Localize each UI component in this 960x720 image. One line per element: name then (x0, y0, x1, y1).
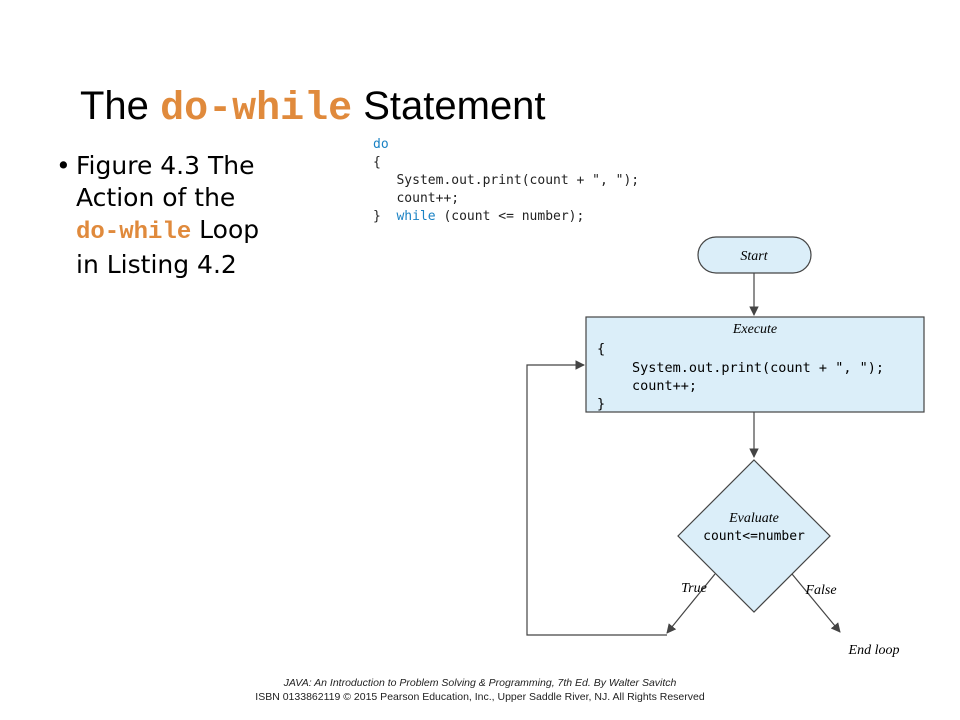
arrow-true-branch (666, 573, 716, 634)
code-increment-line: count++; (396, 191, 460, 206)
code-while: while (396, 209, 436, 224)
code-open-brace: { (373, 155, 381, 170)
bullet-point: • Figure 4.3 The Action of the do-while … (56, 150, 356, 281)
bullet-line-3-suffix: Loop (199, 215, 260, 244)
bullet-line-1: Figure 4.3 The (76, 151, 255, 180)
code-do: do (373, 137, 389, 152)
footer-line-2: ISBN 0133862119 © 2015 Pearson Education… (255, 691, 705, 703)
bullet-line-4: in Listing 4.2 (76, 250, 237, 279)
arrow-false-branch (791, 573, 841, 633)
execute-line-2: System.out.print(count + ", "); (632, 360, 884, 376)
title-suffix: Statement (363, 84, 546, 128)
execute-line-1: { (597, 341, 605, 357)
execute-title: Execute (732, 322, 777, 337)
execute-box (585, 316, 925, 413)
code-listing: do { System.out.print(count + ", "); cou… (373, 136, 639, 226)
evaluate-condition: count<=number (703, 529, 805, 544)
slide-title: The do-while Statement (80, 80, 546, 136)
bullet-icon: • (56, 151, 71, 180)
true-label: True (681, 581, 707, 596)
bullet-keyword: do-while (76, 219, 192, 246)
title-prefix: The (80, 84, 149, 128)
evaluate-title: Evaluate (728, 511, 779, 526)
loop-back-line (526, 360, 667, 636)
code-print-line: System.out.print(count + ", "); (396, 173, 640, 188)
bullet-line-2: Action of the (76, 183, 236, 212)
false-label: False (804, 583, 836, 598)
slide-footer: JAVA: An Introduction to Problem Solving… (0, 676, 960, 704)
execute-line-4: } (597, 396, 605, 412)
code-close-brace: } (373, 209, 381, 224)
code-condition: (count <= number); (443, 209, 585, 224)
start-label: Start (740, 249, 768, 264)
execute-line-3: count++; (632, 378, 697, 394)
end-loop-label: End loop (848, 643, 900, 658)
title-keyword: do-while (160, 87, 353, 132)
footer-line-1: JAVA: An Introduction to Problem Solving… (283, 677, 677, 689)
